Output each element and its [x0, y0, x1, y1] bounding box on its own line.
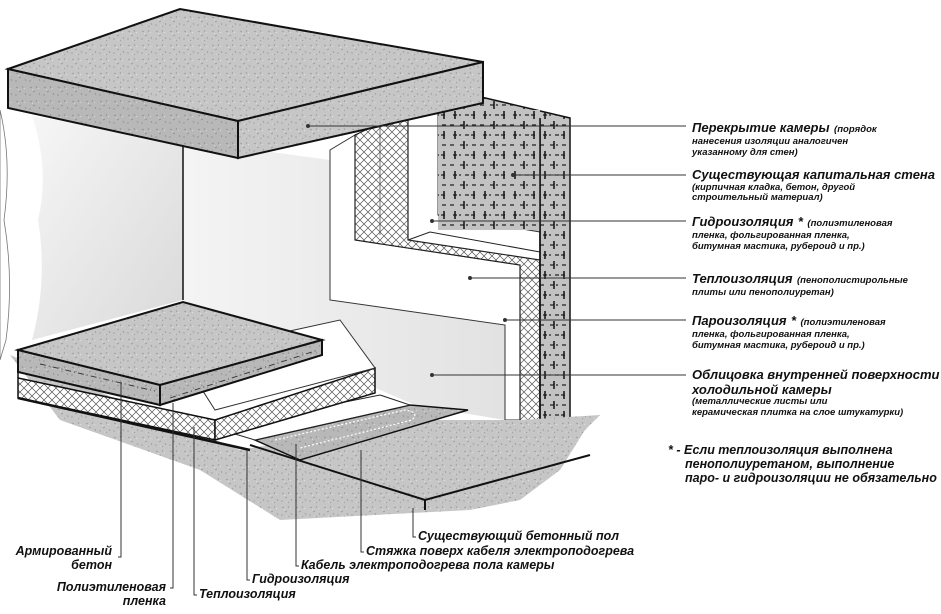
footnote-line: Если теплоизоляция выполнена	[683, 443, 893, 457]
label-capital-wall-line: строительный материал)	[692, 192, 823, 204]
existing-concrete-floor	[10, 355, 600, 520]
label-ceiling-line: нанесения изоляции аналогичен	[692, 135, 849, 147]
left-wall-cut	[0, 109, 10, 361]
right-leader-lines	[306, 124, 686, 377]
label-reinforced-concrete-line: бетон	[71, 558, 112, 572]
label-floor-waterproofing: Гидроизоляция	[252, 572, 350, 586]
label-vapor-barrier-line: пленка, фольгированная пленка,	[692, 328, 850, 340]
label-capital-wall: Существующая капитальная стена (кирпична…	[692, 167, 936, 204]
label-existing-floor: Существующий бетонный пол	[418, 529, 620, 543]
label-thermal-insulation-title: Теплоизоляция	[692, 271, 793, 286]
label-reinforced-concrete: Армированный бетон	[10, 544, 112, 572]
label-cladding-title: Облицовка внутренней поверхности	[692, 367, 940, 382]
label-cladding-title2: холодильной камеры	[692, 381, 832, 397]
heating-cable	[274, 409, 416, 449]
asterisk-marker: *	[791, 313, 797, 328]
footnote-line: паро- и гидроизоляции не обязательно	[685, 471, 937, 485]
label-pe-film-line: Полиэтиленовая	[56, 580, 166, 594]
label-thermal-insulation-note: (пенополистирольные	[797, 275, 908, 286]
label-vapor-barrier-line: битумная мастика, рубероид и пр.)	[692, 339, 865, 351]
label-heating-cable: Кабель электроподогрева пола камеры	[301, 558, 555, 572]
ceiling-slab-side	[237, 60, 484, 160]
footnote-marker: * -	[668, 443, 681, 457]
label-ceiling-line: указанному для стен)	[692, 146, 798, 158]
label-cladding-line: (металлические листы или	[692, 396, 828, 408]
label-waterproofing-line: битумная мастика, рубероид и пр.)	[692, 240, 865, 252]
label-pe-film: Полиэтиленовая пленка	[30, 580, 166, 608]
label-pe-film-line: пленка	[122, 594, 166, 608]
label-cladding-line: керамическая плитка на слое штукатурки)	[692, 406, 904, 418]
label-ceiling-note: (порядок	[834, 124, 877, 135]
floor-insulation-step	[214, 366, 376, 442]
asterisk-marker: *	[797, 214, 803, 229]
label-vapor-barrier-note: (полиэтиленовая	[800, 317, 886, 328]
label-waterproofing-note: (полиэтиленовая	[807, 218, 893, 229]
back-interior-wall	[183, 140, 505, 420]
label-waterproofing: Гидроизоляция * (полиэтиленовая пленка, …	[692, 213, 892, 252]
label-vapor-barrier-title: Пароизоляция	[692, 313, 787, 328]
label-capital-wall-line: (кирпичная кладка, бетон, другой	[692, 181, 856, 193]
label-vapor-barrier: Пароизоляция * (полиэтиленовая пленка, ф…	[692, 312, 886, 351]
label-waterproofing-line: пленка, фольгированная пленка,	[692, 229, 850, 241]
footnote-line: пенополиуретаном, выполнение	[685, 457, 895, 471]
label-thermal-insulation-line: плиты или пенополиуретан)	[692, 286, 834, 298]
bottom-leader-lines	[118, 382, 416, 596]
reinforced-slab-side	[159, 338, 323, 407]
label-reinforced-concrete-line: Армированный	[15, 544, 112, 558]
label-thermal-insulation: Теплоизоляция (пенополистирольные плиты …	[692, 270, 908, 299]
label-screed: Стяжка поверх кабеля электроподогрева	[366, 544, 635, 558]
label-cladding: Облицовка внутренней поверхности холодил…	[692, 367, 940, 418]
label-floor-insulation: Теплоизоляция	[199, 587, 296, 601]
label-ceiling: Перекрытие камеры (порядок нанесения изо…	[692, 119, 877, 158]
footnote: * - Если теплоизоляция выполнена пенопол…	[668, 443, 937, 485]
label-capital-wall-title: Существующая капитальная стена	[692, 167, 936, 182]
left-interior-wall	[32, 116, 183, 340]
label-ceiling-title: Перекрытие камеры	[692, 120, 830, 135]
label-waterproofing-title: Гидроизоляция	[692, 214, 794, 229]
